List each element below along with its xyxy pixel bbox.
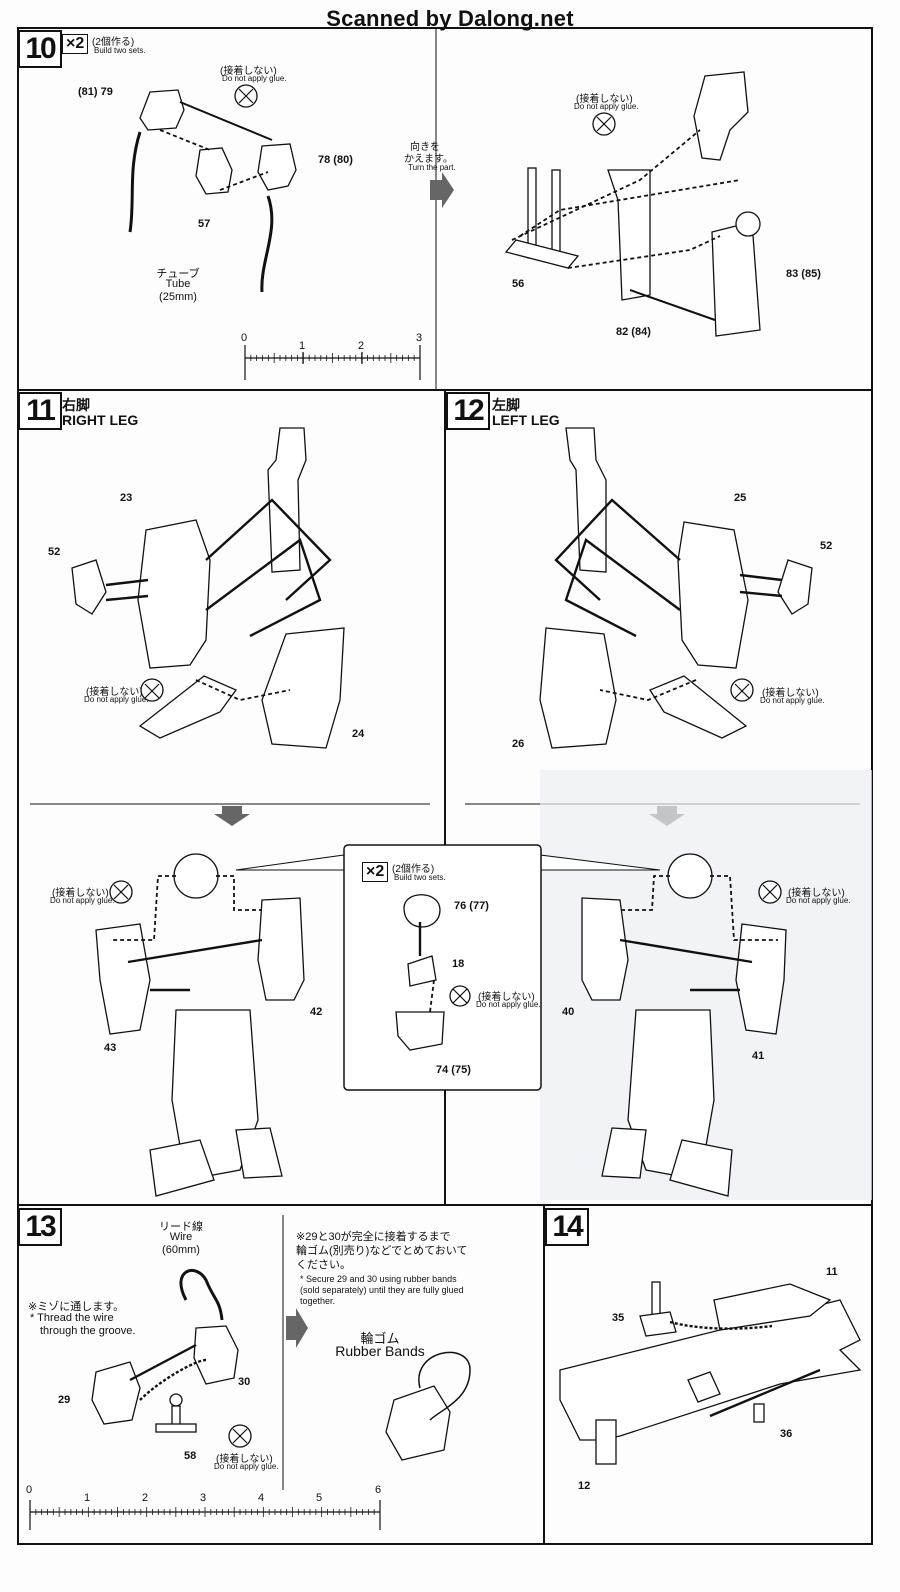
part-40-label: 40 <box>562 1006 575 1018</box>
part-29-label: 29 <box>58 1394 71 1406</box>
step-11-noglue-jp: (接着しない) <box>86 687 143 698</box>
step-10-qty-jp: (2個作る) <box>92 37 135 48</box>
tube-label-jp: チューブ <box>156 268 200 280</box>
step-13-number: 13 <box>18 1208 62 1246</box>
part-52-left-label: 52 <box>820 540 833 552</box>
step-12-noglue-en: Do not apply glue. <box>760 696 825 705</box>
rubber-band-note-en: * Secure 29 and 30 using rubber bands (s… <box>300 1274 464 1307</box>
rubber-band-en: Rubber Bands <box>335 1343 425 1359</box>
ruler10-label-3: 3 <box>416 332 423 344</box>
step-12-number: 12 <box>446 392 490 430</box>
step-13-noglue-jp: (接着しない) <box>216 1454 273 1465</box>
rubber-band-note: ※29と30が完全に接着するまで 輪ゴム(別売り)などでとめておいて ください。 <box>296 1230 467 1272</box>
groove-note-en2: through the groove. <box>40 1325 136 1337</box>
tube-length: (25mm) <box>159 291 197 303</box>
turn-part-jp1: 向きを <box>410 142 440 153</box>
groove-note-jp: ※ミゾに通します。 <box>28 1301 125 1313</box>
part-56-label: 56 <box>512 278 525 290</box>
part-35-label: 35 <box>612 1312 625 1324</box>
step-10-noglue-jp: (接着しない) <box>220 66 277 77</box>
center-noglue-en: Do not apply glue. <box>476 1000 541 1009</box>
wire-label-jp: リード線 <box>159 1221 203 1233</box>
center-qty-jp: (2個作る) <box>392 864 435 875</box>
part-26-label: 26 <box>512 738 525 750</box>
part-42-label: 42 <box>310 1006 323 1018</box>
ruler13-label-3: 3 <box>200 1492 207 1504</box>
part-11-label: 11 <box>826 1266 838 1278</box>
part-76-77-label: 76 (77) <box>454 900 489 912</box>
ruler10-label-1: 1 <box>299 340 306 352</box>
note-jp-line2: 輪ゴム(別売り)などでとめておいて <box>296 1245 468 1257</box>
ruler13-label-6: 6 <box>375 1484 382 1496</box>
part-24-label: 24 <box>352 728 365 740</box>
tube-label-en: Tube <box>165 278 191 290</box>
part-81-79-label: (81) 79 <box>78 86 113 98</box>
part-25-label: 25 <box>734 492 747 504</box>
note-en-line3: together. <box>300 1296 336 1306</box>
step-12-title-en: LEFT LEG <box>492 412 560 428</box>
part-74-75-label: 74 (75) <box>436 1064 471 1076</box>
ruler13-label-4: 4 <box>258 1492 265 1504</box>
center-qty-en: Build two sets. <box>394 873 446 882</box>
step-12-lower-noglue-en: Do not apply glue. <box>786 896 851 905</box>
step-10-qty-en: Build two sets. <box>94 46 146 55</box>
note-jp-line1: ※29と30が完全に接着するまで <box>296 1231 451 1243</box>
groove-note-en1: * Thread the wire <box>30 1312 114 1324</box>
part-36-label: 36 <box>780 1428 793 1440</box>
part-83-85-label: 83 (85) <box>786 268 821 280</box>
center-qty: ×2 <box>362 862 389 882</box>
watermark: Scanned by Dalong.net <box>326 6 574 31</box>
note-jp-line3: ください。 <box>296 1259 351 1271</box>
part-57-label: 57 <box>198 218 211 230</box>
part-58-label: 58 <box>184 1450 197 1462</box>
wire-length: (60mm) <box>162 1244 200 1256</box>
step-13-noglue-en: Do not apply glue. <box>214 1462 279 1471</box>
center-noglue-jp: (接着しない) <box>478 992 535 1003</box>
part-43-label: 43 <box>104 1042 117 1054</box>
ruler13-label-1: 1 <box>84 1492 91 1504</box>
ruler13-label-5: 5 <box>316 1492 323 1504</box>
rubber-band-jp: 輪ゴム <box>360 1331 400 1346</box>
part-23-label: 23 <box>120 492 133 504</box>
step-12-noglue-jp: (接着しない) <box>762 688 819 699</box>
part-52-right-label: 52 <box>48 546 61 558</box>
step-10-qty: ×2 <box>62 34 89 54</box>
turn-part-en: Turn the part. <box>408 163 456 172</box>
part-41-label: 41 <box>752 1050 765 1062</box>
ruler10-label-2: 2 <box>358 340 365 352</box>
step-12-title-jp: 左脚 <box>492 397 520 413</box>
part-78-80-label: 78 (80) <box>318 154 353 166</box>
step-11-number: 11 <box>18 392 62 430</box>
wire-label-en: Wire <box>169 1231 193 1243</box>
step-10b-noglue-en: Do not apply glue. <box>574 102 639 111</box>
step-11-noglue-en: Do not apply glue. <box>84 695 149 704</box>
step-10-number: 10 <box>18 30 62 68</box>
part-30-label: 30 <box>238 1376 251 1388</box>
step-11-lower-noglue-jp: (接着しない) <box>52 888 109 899</box>
step-12-lower-noglue-jp: (接着しない) <box>788 888 845 899</box>
turn-part-jp2: かえます。 <box>404 154 453 165</box>
step-11-title-en: RIGHT LEG <box>62 412 139 428</box>
ruler13-label-0: 0 <box>26 1484 33 1496</box>
ruler13-label-2: 2 <box>142 1492 149 1504</box>
note-en-line2: (sold separately) until they are fully g… <box>300 1285 464 1295</box>
step-10-noglue-en: Do not apply glue. <box>222 74 287 83</box>
part-18-label: 18 <box>452 958 465 970</box>
step-10b-noglue-jp: (接着しない) <box>576 94 633 105</box>
note-en-line1: * Secure 29 and 30 using rubber bands <box>300 1274 457 1284</box>
part-12-label: 12 <box>578 1480 591 1492</box>
ruler10-label-0: 0 <box>241 332 248 344</box>
step-11-title-jp: 右脚 <box>62 397 90 413</box>
step-11-lower-noglue-en: Do not apply glue. <box>50 896 115 905</box>
part-82-84-label: 82 (84) <box>616 326 651 338</box>
step-14-number: 14 <box>545 1208 589 1246</box>
